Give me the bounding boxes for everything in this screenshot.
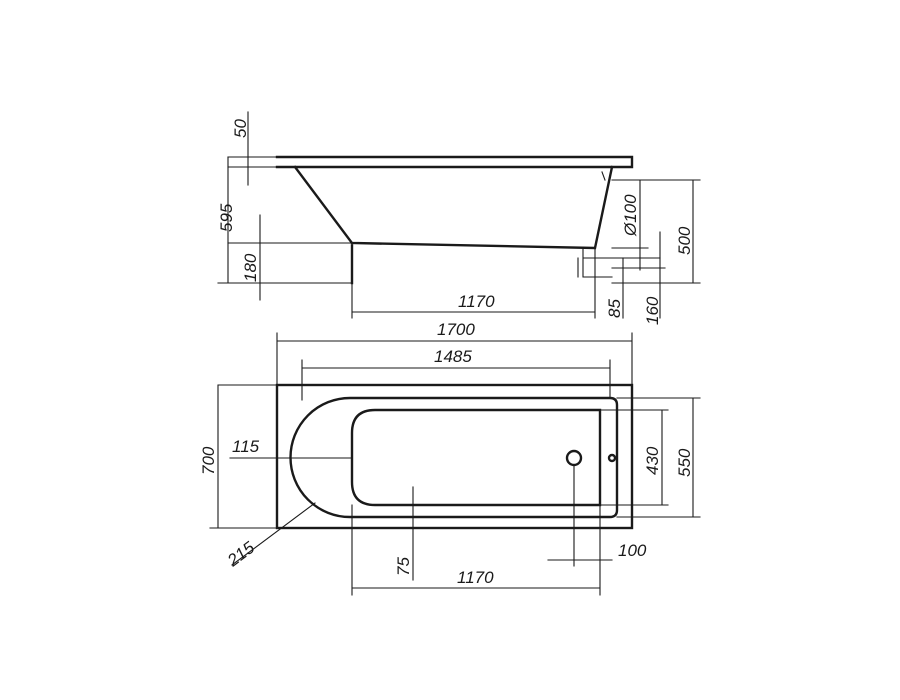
dim-430	[599, 409, 669, 506]
ext-line-top	[227, 156, 278, 168]
label-430: 430	[643, 446, 662, 475]
dim-595	[217, 156, 353, 284]
label-215: 215	[223, 538, 258, 571]
dim-1700	[276, 332, 633, 386]
dim-100	[611, 179, 661, 271]
label-700: 700	[199, 446, 218, 475]
label-160: 160	[643, 296, 662, 325]
label-550: 550	[675, 448, 694, 477]
label-500: 500	[675, 226, 694, 255]
overflow-hole	[607, 453, 617, 463]
top-outer-rim	[275, 383, 634, 530]
label-85: 85	[605, 299, 624, 318]
dim-180	[227, 214, 353, 301]
dim-100-bottom	[547, 464, 613, 567]
drain-hole	[565, 449, 583, 467]
dim-550	[616, 397, 701, 518]
dim-160	[611, 231, 666, 319]
label-115: 115	[232, 437, 260, 456]
side-body	[293, 165, 614, 285]
label-75: 75	[394, 557, 413, 576]
label-1485: 1485	[434, 347, 472, 366]
label-1170-bottom: 1170	[457, 568, 494, 587]
side-drain	[577, 247, 613, 278]
label-595: 595	[217, 203, 236, 232]
label-diameter-100: Ø100	[621, 194, 640, 237]
dim-500	[611, 179, 701, 284]
dim-1485	[301, 359, 611, 401]
label-1700: 1700	[437, 320, 475, 339]
dim-1170-top	[351, 247, 596, 319]
top-bottom-floor	[350, 408, 602, 507]
side-view: 50 595 180 1170 85 160 Ø100 500	[217, 111, 701, 325]
side-overflow	[601, 171, 606, 181]
label-50: 50	[231, 119, 250, 138]
dim-1170-bottom	[351, 504, 601, 596]
top-inner-basin	[289, 396, 619, 519]
label-180: 180	[241, 253, 260, 282]
label-100-bottom: 100	[618, 541, 647, 560]
dim-215	[231, 502, 316, 566]
dim-700	[209, 384, 278, 529]
top-view: 1700 1485 700 115 215 430 550 75 1170 10…	[199, 320, 701, 596]
label-1170-top: 1170	[458, 292, 495, 311]
side-rim	[275, 155, 634, 169]
